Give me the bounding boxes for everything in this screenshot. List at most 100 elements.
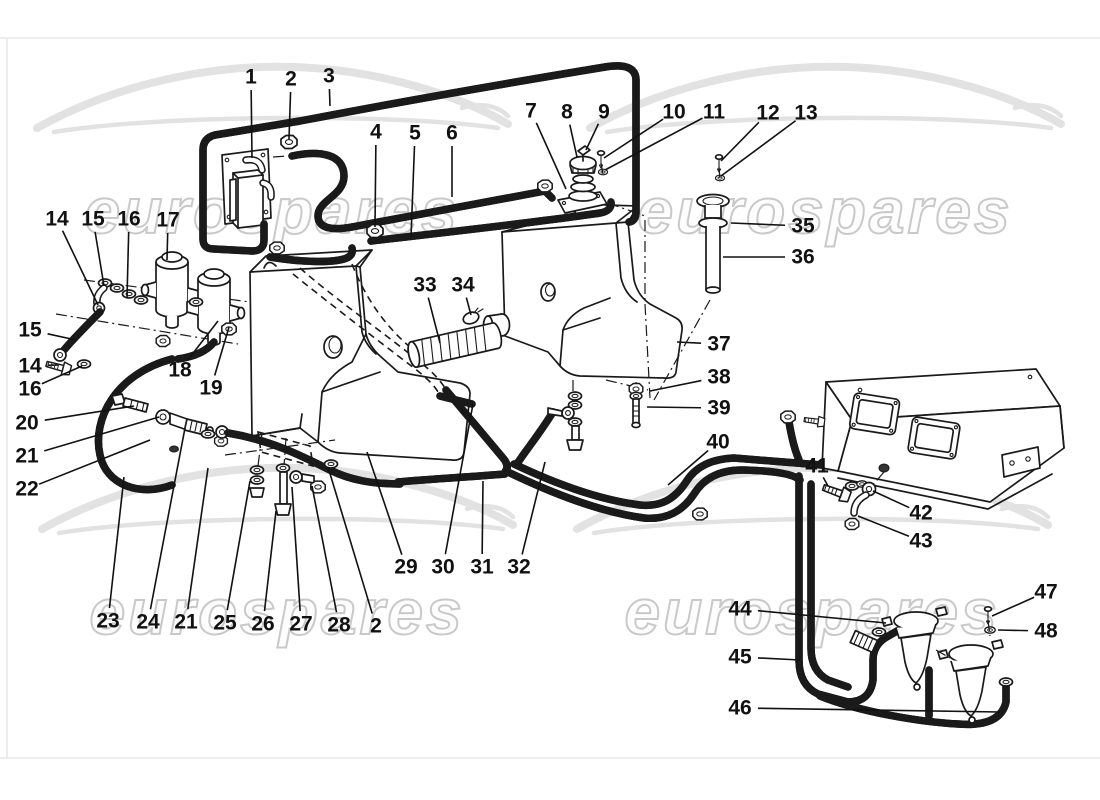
part-callout-17: 17 [156, 209, 179, 232]
part-callout-43: 43 [909, 530, 932, 553]
leader-line-32 [521, 461, 546, 555]
part-callout-36: 36 [791, 246, 814, 269]
leader-line-16 [41, 365, 83, 385]
box-fittings [820, 471, 885, 531]
fuel-filter-2 [937, 639, 1014, 724]
leader-line-35 [730, 222, 786, 227]
part-callout-5: 5 [409, 122, 421, 145]
part-callout-15: 15 [81, 208, 105, 231]
pipe-nuts [155, 134, 796, 521]
part-callout-40: 40 [706, 431, 729, 454]
part-callout-21: 21 [174, 611, 198, 634]
leader-line-21 [187, 467, 209, 610]
watermark-text: eurospares [637, 175, 1012, 247]
part-callout-22: 22 [15, 478, 38, 501]
leader-line-13 [720, 120, 797, 177]
leader-line-48 [997, 629, 1029, 632]
breather-plate-assembly [221, 148, 275, 229]
part-callout-45: 45 [728, 646, 752, 669]
tank-cover-box [802, 368, 1065, 510]
leader-line-5 [410, 145, 416, 238]
filler-tube [653, 193, 730, 401]
fuel-filter-1 [881, 606, 948, 691]
part-callout-6: 6 [446, 122, 458, 145]
fuel-tank-left [224, 249, 471, 468]
part-callout-25: 25 [213, 612, 237, 635]
part-callout-15: 15 [18, 319, 42, 342]
leader-line-42 [872, 490, 910, 509]
leader-line-4 [374, 144, 377, 228]
leader-line-41 [822, 477, 829, 487]
part-callout-12: 12 [756, 102, 779, 125]
leader-line-24 [149, 427, 186, 610]
part-callout-38: 38 [707, 366, 731, 389]
filler-cap-assembly [537, 145, 726, 399]
part-callout-11: 11 [703, 101, 726, 124]
tank-mount-fasteners [547, 382, 644, 451]
part-callout-3: 3 [323, 65, 335, 88]
leader-line-40 [667, 449, 709, 486]
fuel-pump-2 [186, 268, 246, 346]
leader-line-15 [47, 333, 77, 341]
fuel-pump-1 [140, 251, 200, 329]
part-callout-32: 32 [507, 556, 530, 579]
watermark-swoosh [590, 67, 1061, 132]
leader-line-17 [166, 232, 169, 261]
part-callout-29: 29 [394, 556, 417, 579]
leader-line-28 [311, 485, 338, 613]
leader-line-34 [465, 297, 472, 316]
leader-line-16 [126, 231, 130, 299]
page-edges [0, 37, 1100, 759]
part-callout-7: 7 [525, 100, 537, 123]
leader-line-19 [213, 326, 230, 376]
part-callout-35: 35 [791, 215, 815, 238]
leader-line-18 [187, 320, 219, 361]
line-art [44, 66, 1065, 725]
leader-line-37 [676, 341, 702, 344]
leader-line-27 [291, 486, 301, 612]
part-callout-39: 39 [707, 397, 730, 420]
part-callout-46: 46 [728, 697, 751, 720]
part-callout-21: 21 [15, 445, 39, 468]
leader-line-29 [366, 451, 403, 555]
part-callout-4: 4 [370, 121, 382, 144]
fuel-filter-assembly [816, 605, 1014, 725]
leader-line-8 [569, 124, 578, 158]
part-callout-48: 48 [1034, 620, 1058, 643]
part-callout-19: 19 [199, 377, 222, 400]
part-callout-9: 9 [598, 101, 610, 124]
part-callout-47: 47 [1034, 581, 1057, 604]
leader-line-11 [604, 117, 703, 171]
part-callout-14: 14 [45, 208, 69, 231]
leader-line-1 [250, 89, 253, 159]
leader-line-23 [108, 476, 125, 609]
part-callout-13: 13 [794, 102, 817, 125]
part-callout-34: 34 [451, 274, 475, 297]
part-callout-20: 20 [15, 412, 38, 435]
leader-line-39 [646, 406, 702, 409]
part-callout-2: 2 [285, 68, 297, 91]
leader-line-12 [720, 121, 760, 162]
part-callout-33: 33 [413, 274, 436, 297]
part-callout-16: 16 [117, 208, 140, 231]
leader-line-44 [757, 609, 887, 624]
part-callout-37: 37 [707, 333, 730, 356]
leader-line-43 [857, 515, 910, 537]
part-callout-1: 1 [245, 66, 257, 89]
leader-line-2 [327, 466, 374, 614]
hose-clamp [462, 307, 484, 325]
part-callout-2: 2 [370, 615, 382, 638]
part-callout-28: 28 [327, 614, 351, 637]
part-callout-31: 31 [470, 556, 494, 579]
leader-line-15 [94, 231, 105, 287]
leader-line-31 [481, 480, 484, 555]
leader-line-38 [649, 379, 702, 392]
part-callout-26: 26 [251, 613, 274, 636]
part-callout-16: 16 [18, 378, 41, 401]
leader-line-20 [44, 405, 135, 421]
watermark-text: eurospares [89, 576, 464, 648]
leader-line-30 [444, 403, 474, 555]
